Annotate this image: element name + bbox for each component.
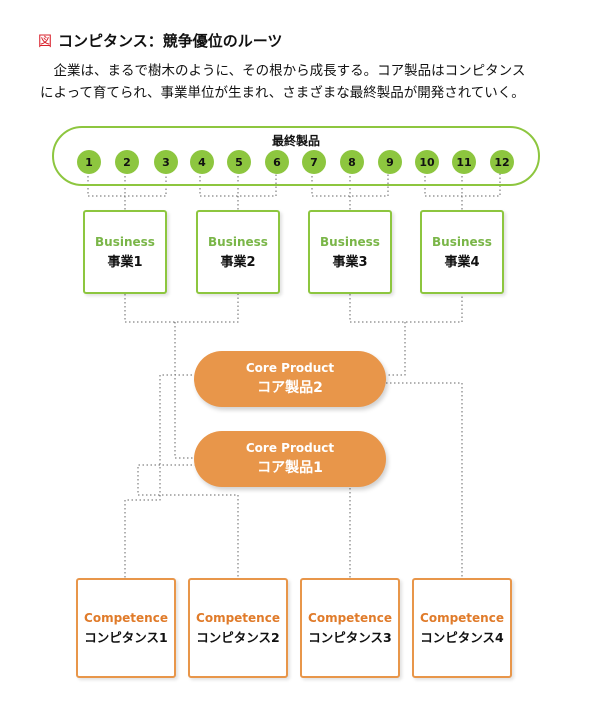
business-label-en: Business [432, 234, 492, 249]
core-product-label-jp: コア製品2 [257, 380, 323, 396]
connector-biz34 [349, 294, 463, 323]
figure-description: 企業は、まるで樹木のように、その根から成長する。コア製品はコンピタンス によって… [40, 60, 580, 104]
connector-core1-comp [137, 464, 239, 580]
business-label-jp: 事業2 [220, 254, 256, 270]
final-product-7: 7 [302, 150, 326, 174]
competence-box-4: Competence コンピタンス4 [412, 578, 512, 678]
business-label-jp: 事業3 [332, 254, 368, 270]
business-label-en: Business [95, 234, 155, 249]
final-product-10: 10 [415, 150, 439, 174]
competence-box-3: Competence コンピタンス3 [300, 578, 400, 678]
connector-biz12-core1 [174, 322, 196, 459]
competence-label-en: Competence [196, 610, 280, 625]
business-label-jp: 事業4 [444, 254, 480, 270]
final-products-container: 最終製品 1 2 3 4 5 6 7 8 9 10 11 12 [52, 126, 540, 186]
business-box-3: Business 事業3 [308, 210, 392, 294]
core-product-2: Core Product コア製品2 [194, 351, 386, 407]
final-product-2: 2 [115, 150, 139, 174]
description-line-1: 企業は、まるで樹木のように、その根から成長する。コア製品はコンピタンス [53, 63, 526, 79]
figure-title-text: コンピタンス：競争優位のルーツ [58, 32, 283, 50]
description-line-2: によって育てられ、事業単位が生まれ、さまざまな最終製品が開発されていく。 [40, 85, 525, 101]
final-product-12: 12 [490, 150, 514, 174]
business-box-2: Business 事業2 [196, 210, 280, 294]
competence-label-en: Competence [84, 610, 168, 625]
final-product-5: 5 [227, 150, 251, 174]
final-product-6: 6 [265, 150, 289, 174]
competence-label-jp: コンピタンス4 [420, 629, 504, 645]
final-products-label: 最終製品 [271, 134, 320, 148]
competence-label-en: Competence [308, 610, 392, 625]
connector-biz34-core2 [386, 322, 406, 376]
final-product-4: 4 [190, 150, 214, 174]
figure-title: 図 コンピタンス：競争優位のルーツ [38, 30, 282, 51]
core-product-label-en: Core Product [245, 441, 335, 455]
competence-box-1: Competence コンピタンス1 [76, 578, 176, 678]
competence-label-en: Competence [420, 610, 504, 625]
competence-box-2: Competence コンピタンス2 [188, 578, 288, 678]
competence-label-jp: コンピタンス1 [84, 629, 168, 645]
core-product-1: Core Product コア製品1 [194, 431, 386, 487]
business-label-jp: 事業1 [107, 254, 143, 270]
connector-core2-comp4 [386, 382, 463, 580]
business-box-4: Business 事業4 [420, 210, 504, 294]
final-product-1: 1 [77, 150, 101, 174]
final-product-8: 8 [340, 150, 364, 174]
business-label-en: Business [320, 234, 380, 249]
final-product-9: 9 [378, 150, 402, 174]
connector-biz12 [124, 294, 239, 323]
core-product-label-jp: コア製品1 [257, 460, 323, 476]
final-product-11: 11 [452, 150, 476, 174]
competence-label-jp: コンピタンス3 [308, 629, 392, 645]
final-product-3: 3 [154, 150, 178, 174]
connector-core2-comp1 [124, 374, 196, 580]
competence-label-jp: コンピタンス2 [196, 629, 280, 645]
business-box-1: Business 事業1 [83, 210, 167, 294]
core-product-label-en: Core Product [245, 361, 335, 375]
business-label-en: Business [208, 234, 268, 249]
figure-mark: 図 [38, 33, 52, 50]
